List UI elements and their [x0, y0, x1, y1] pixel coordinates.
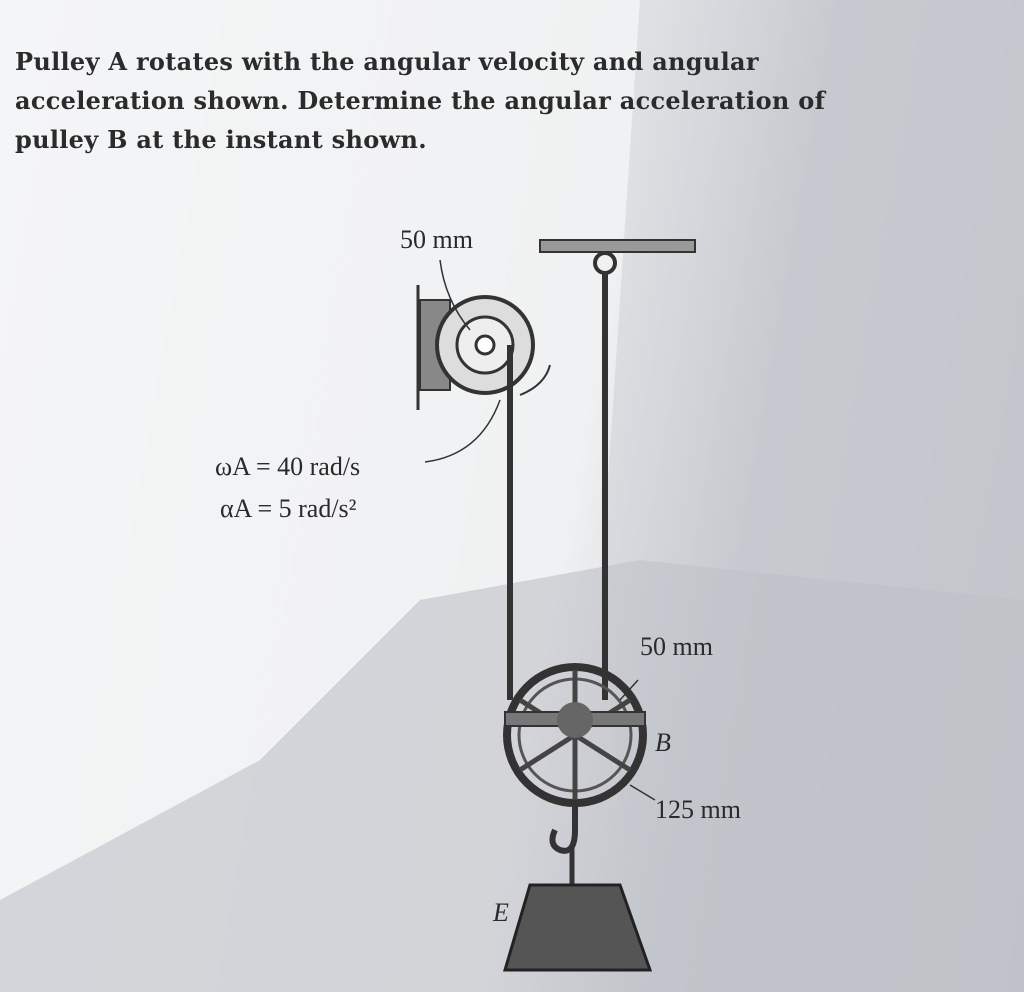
leader-line-omega: [424, 399, 501, 463]
omega-arrow-icon: [519, 364, 551, 396]
problem-statement: Pulley A rotates with the angular veloci…: [15, 42, 825, 159]
problem-line-3: pulley B at the instant shown.: [15, 125, 427, 154]
weight-e-label: E: [493, 898, 509, 927]
radius-b-inner-label: 50 mm: [640, 632, 713, 661]
pulley-a: [435, 295, 535, 395]
leader-line-b-outer: [629, 784, 656, 801]
radius-b-outer-label: 125 mm: [655, 795, 741, 824]
radius-a-label: 50 mm: [400, 225, 473, 254]
problem-line-2: acceleration shown. Determine the angula…: [15, 86, 826, 115]
problem-line-1: Pulley A rotates with the angular veloci…: [15, 47, 759, 76]
pulley-b-label: B: [655, 728, 671, 757]
omega-a-label: ωA = 40 rad/s: [215, 452, 361, 481]
leader-line-a: [439, 259, 471, 331]
weight-e: [502, 883, 653, 972]
alpha-a-label: αA = 5 rad/s²: [220, 494, 357, 523]
pulley-b: [503, 663, 647, 807]
hook-icon: [549, 800, 578, 854]
leader-line-b-inner: [619, 679, 639, 701]
ceiling-support: [539, 239, 696, 275]
